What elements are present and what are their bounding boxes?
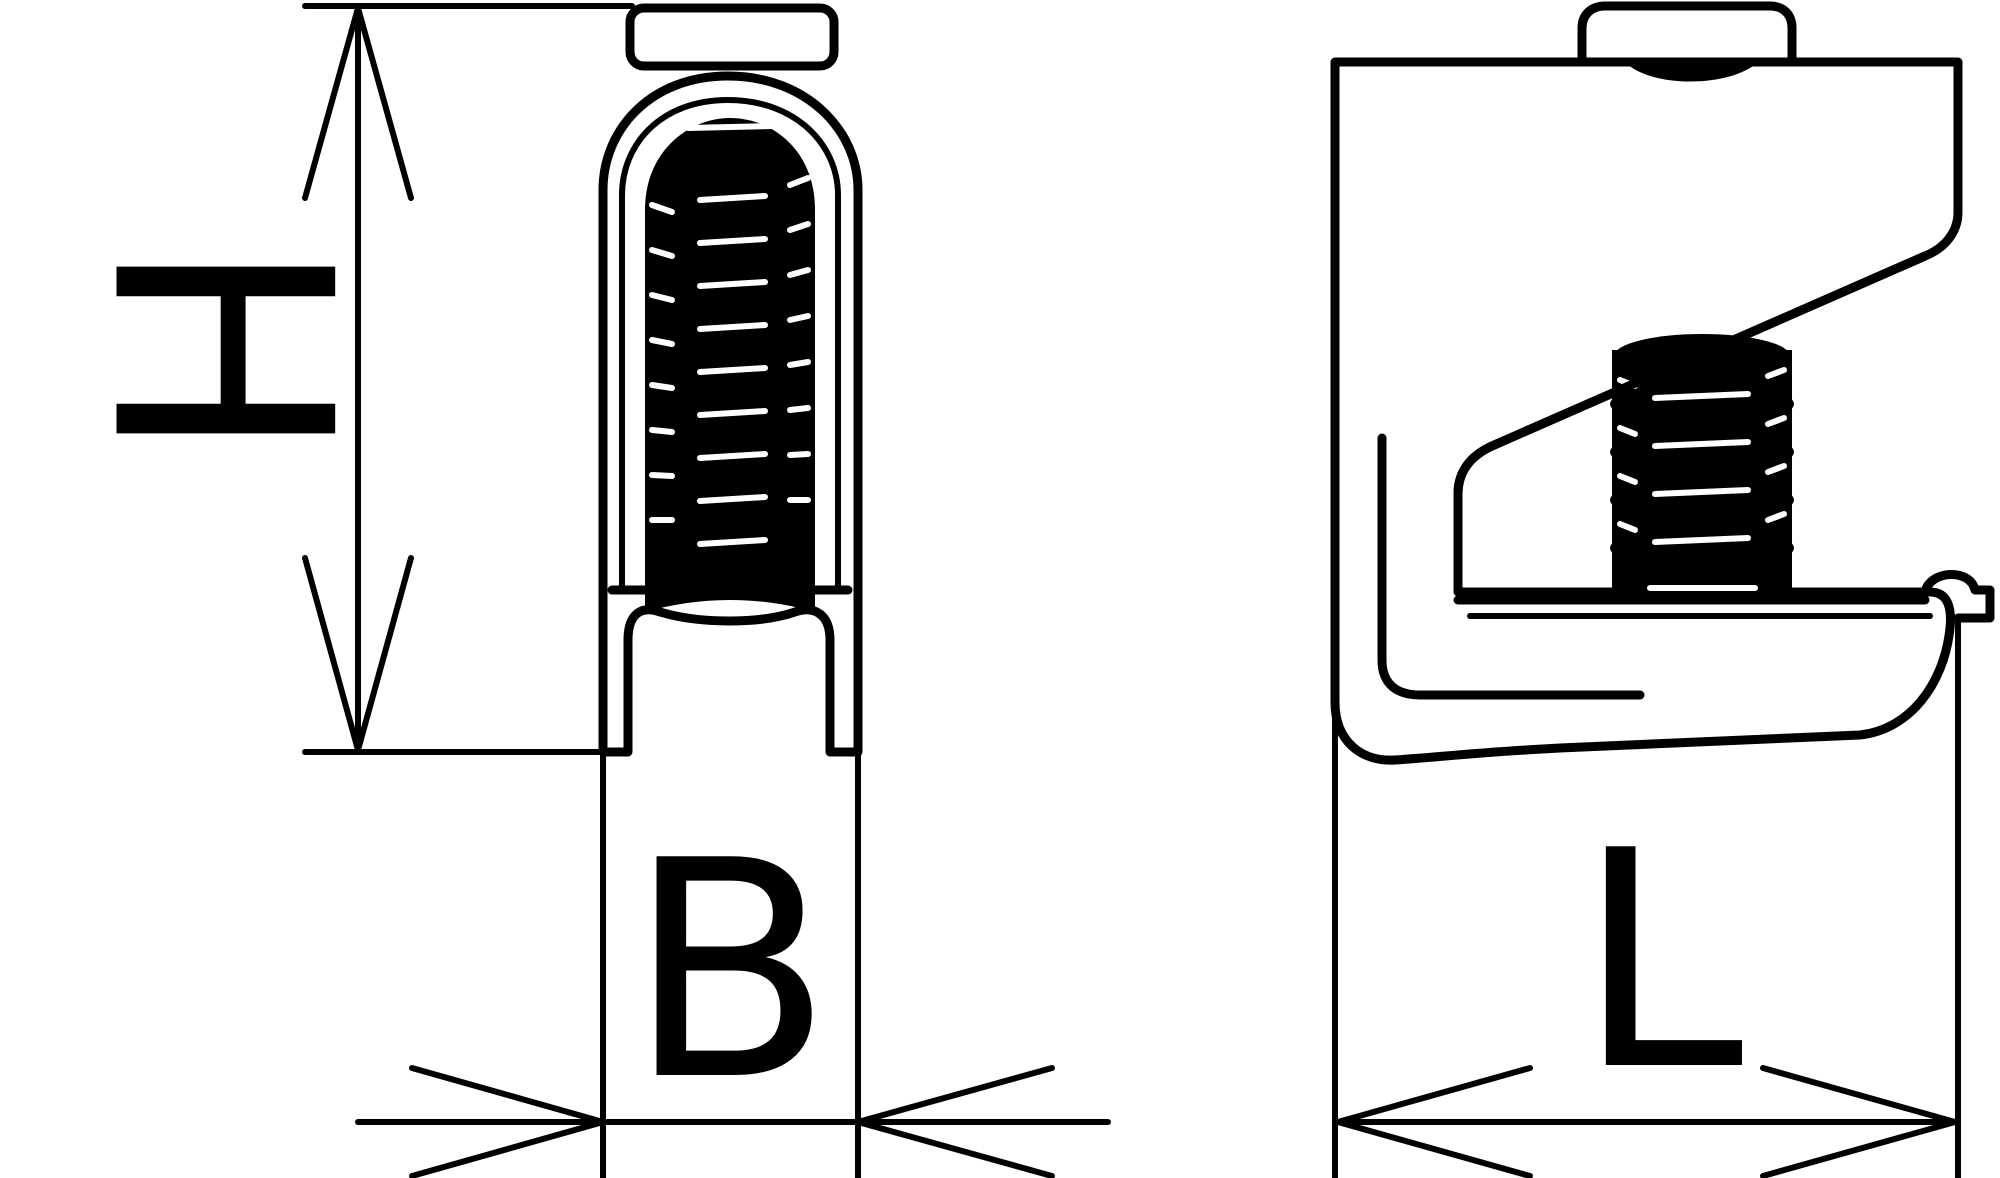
front-screw-head bbox=[625, 3, 839, 71]
height-dimension bbox=[302, 3, 635, 755]
side-view bbox=[1330, 1, 1995, 765]
length-label: L bbox=[1576, 787, 1745, 1136]
side-thread-lines bbox=[1617, 367, 1787, 591]
side-inner-jaw bbox=[1377, 433, 1645, 700]
side-screw-head bbox=[1577, 1, 1797, 67]
side-plate-knob bbox=[1920, 570, 1995, 623]
height-label: H bbox=[46, 237, 395, 463]
front-clamp-body bbox=[598, 71, 863, 757]
width-dimension bbox=[355, 749, 1111, 1178]
front-thread-body bbox=[645, 118, 815, 590]
length-dimension bbox=[1332, 617, 1961, 1178]
front-thread-bottom bbox=[645, 576, 815, 612]
side-upper-jaw-edge bbox=[1453, 251, 1930, 499]
front-inner-wall bbox=[619, 97, 841, 593]
width-label: B bbox=[627, 797, 833, 1146]
side-thread bbox=[1610, 334, 1794, 595]
front-view bbox=[598, 3, 863, 757]
side-screw-dome bbox=[1625, 62, 1758, 82]
front-thread-lines bbox=[649, 123, 811, 547]
